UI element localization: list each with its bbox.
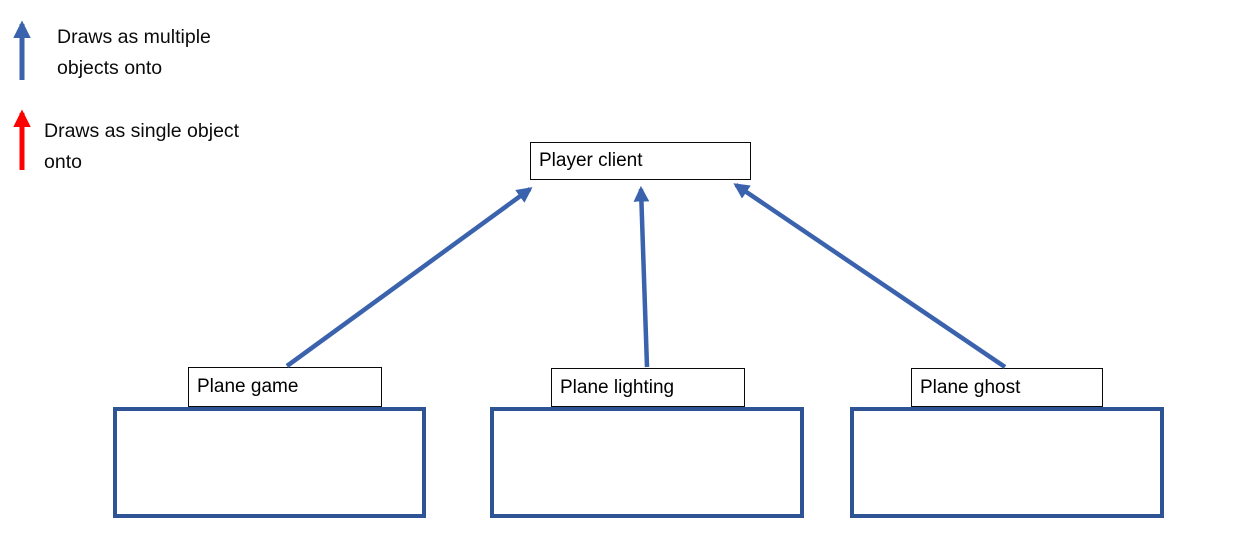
legend-label-single-line2: onto: [44, 151, 82, 173]
edge-plane-ghost-to-player-client: [733, 183, 1007, 369]
node-player-client: Player client: [530, 142, 751, 180]
node-plane-lighting: Plane lighting: [551, 368, 745, 407]
node-plane-lighting-label: Plane lighting: [560, 376, 675, 398]
legend-label-multiple: Draws as multiple objects onto: [57, 22, 211, 84]
container-plane-game: [113, 407, 426, 518]
container-plane-lighting: [490, 407, 804, 518]
node-plane-game-label: Plane game: [197, 376, 299, 397]
legend-label-single-line1: Draws as single object: [44, 120, 240, 142]
legend-label-multiple-line2: objects onto: [57, 57, 163, 79]
node-plane-ghost-label: Plane ghost: [920, 376, 1021, 398]
node-player-client-label: Player client: [539, 150, 643, 171]
edge-plane-lighting-to-player-client: [633, 185, 650, 368]
edge-plane-game-to-player-client: [285, 187, 533, 368]
node-plane-ghost: Plane ghost: [911, 368, 1103, 407]
container-plane-ghost: [850, 407, 1164, 518]
legend-label-multiple-line1: Draws as multiple: [57, 26, 211, 48]
legend-label-single: Draws as single object onto: [44, 116, 239, 178]
node-plane-game: Plane game: [188, 367, 382, 407]
